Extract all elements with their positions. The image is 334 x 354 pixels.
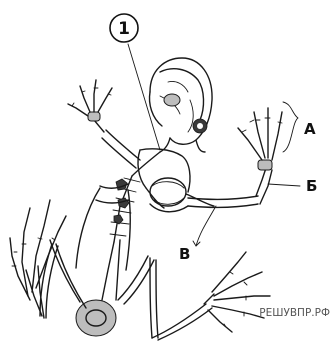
shoulder-girdle (138, 149, 214, 212)
marker-1-text: 1 (118, 19, 130, 39)
label-v-leader (196, 206, 216, 246)
marker-1-leader (128, 44, 160, 150)
label-b-leader (268, 184, 300, 186)
label-a: А (304, 120, 316, 138)
bracket-a (283, 102, 298, 152)
skull (150, 58, 213, 152)
right-hindlimb (118, 252, 270, 340)
label-b: Б (306, 177, 317, 195)
watermark: РЕШУВПР.РФ (259, 307, 330, 319)
pelvic-girdle (76, 188, 130, 336)
marker-1: 1 (110, 14, 138, 42)
left-forelimb (68, 80, 140, 168)
left-hindlimb (10, 200, 86, 318)
label-v: В (179, 245, 190, 263)
